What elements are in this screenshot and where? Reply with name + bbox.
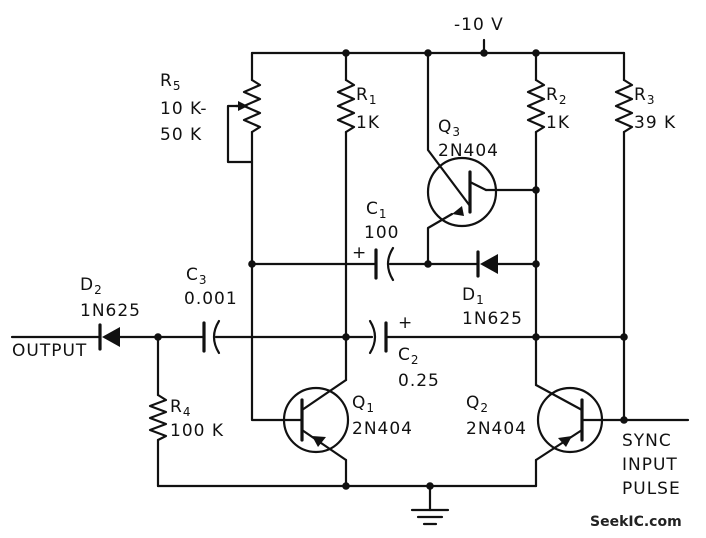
- q1-part-label: 2N404: [352, 419, 413, 439]
- r3-bottom-wire: [622, 130, 690, 422]
- r5-bottom-wire: [250, 130, 284, 422]
- resistor-r2-symbol: [526, 78, 546, 134]
- c1-value-label: 100: [364, 223, 399, 243]
- r1-ref-label: R1: [356, 85, 377, 107]
- d1-ref-label: D1: [462, 285, 485, 307]
- resistor-r1-symbol: [336, 78, 356, 134]
- sync-label-line2: INPUT: [622, 455, 678, 475]
- junction-dot: [532, 49, 540, 57]
- junction-dot: [532, 260, 540, 268]
- q2-part-label: 2N404: [466, 419, 527, 439]
- q3-ref-label: Q3: [438, 117, 461, 139]
- transistor-q1-symbol: [280, 378, 350, 462]
- junction-dots: [154, 49, 628, 490]
- junction-dot: [154, 333, 162, 341]
- c2-plus-label: +: [398, 313, 413, 333]
- r3-value-label: 39 K: [634, 113, 676, 133]
- junction-dot: [342, 333, 350, 341]
- q2-ref-label: Q2: [466, 393, 489, 415]
- resistor-r3-symbol: [614, 78, 634, 134]
- q3-emitter-feed: [426, 51, 472, 208]
- c2-ref-label: C2: [398, 345, 420, 367]
- r5-value-line1: 10 K-: [160, 99, 208, 119]
- q3-part-label: 2N404: [438, 141, 499, 161]
- transistor-q3-symbol: [426, 156, 498, 228]
- junction-dot: [426, 482, 434, 490]
- watermark-text: SeekIC.com: [590, 514, 682, 530]
- r5-value-line2: 50 K: [160, 125, 202, 145]
- diode-d1-symbol: [476, 250, 498, 278]
- r4-ref-label: R4: [170, 397, 191, 419]
- c1-ref-label: C1: [366, 199, 388, 221]
- d1-part-label: 1N625: [462, 309, 523, 329]
- c3-ref-label: C3: [186, 265, 208, 287]
- junction-dot: [424, 260, 432, 268]
- diode-d2-symbol: [98, 323, 120, 351]
- junction-dot: [342, 482, 350, 490]
- r1-value-label: 1K: [356, 113, 380, 133]
- junction-dot: [532, 333, 540, 341]
- junction-dot: [620, 416, 628, 424]
- r3-ref-label: R3: [634, 85, 655, 107]
- junction-dot: [480, 49, 488, 57]
- junction-dot: [342, 49, 350, 57]
- resistor-r4-symbol: [148, 393, 168, 442]
- q3-base-wire: [426, 212, 454, 266]
- sync-label-line1: SYNC: [622, 431, 672, 451]
- q1-ref-label: Q1: [352, 393, 375, 415]
- c2-value-label: 0.25: [398, 371, 440, 391]
- resistor-r5-symbol: [234, 78, 262, 134]
- r4-value-label: 100 K: [170, 421, 224, 441]
- d2-ref-label: D2: [80, 275, 103, 297]
- ground-symbol: [410, 508, 450, 526]
- capacitor-c1-symbol: [374, 246, 395, 282]
- supply-label: -10 V: [454, 15, 504, 35]
- transistor-q2-symbol: [534, 383, 604, 462]
- d2-part-label: 1N625: [80, 301, 141, 321]
- r5-wiper-loop: [226, 104, 254, 164]
- r5-ref-label: R5: [160, 71, 181, 93]
- sync-label-line3: PULSE: [622, 479, 681, 499]
- c3-value-label: 0.001: [184, 289, 238, 309]
- r2-ref-label: R2: [546, 85, 567, 107]
- capacitor-c3-symbol: [202, 319, 221, 355]
- junction-dot: [248, 260, 256, 268]
- junction-dot: [424, 49, 432, 57]
- capacitor-c2-symbol: [368, 319, 388, 355]
- junction-dot: [620, 333, 628, 341]
- r2-value-label: 1K: [546, 113, 570, 133]
- c1-plus-label: +: [352, 243, 367, 263]
- junction-dot: [532, 186, 540, 194]
- output-label: OUTPUT: [12, 341, 87, 361]
